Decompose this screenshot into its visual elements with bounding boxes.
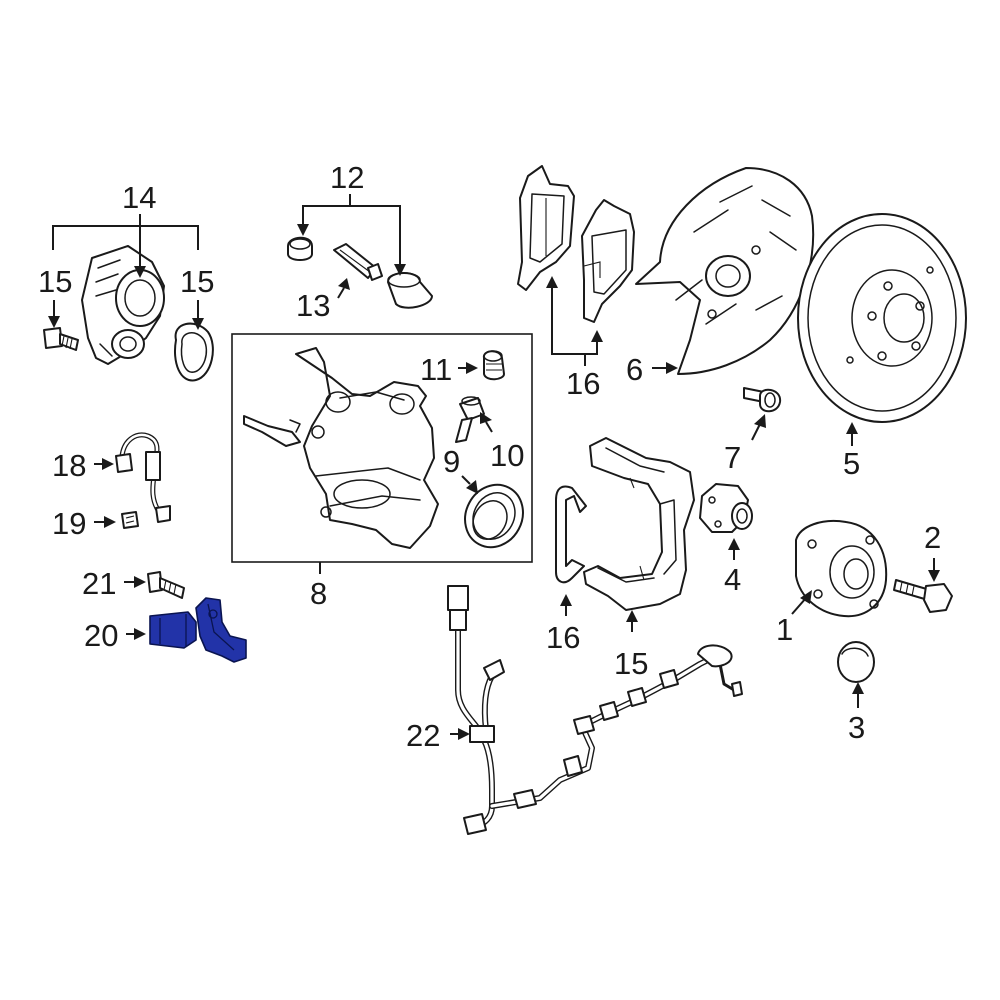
callout-22-group: 21 (82, 566, 146, 601)
callout-19: 18 (52, 448, 86, 483)
part-12-boot-cap[interactable] (287, 236, 313, 261)
callout-17: 16 (546, 620, 580, 655)
callout-12-group: 12 13 (296, 160, 406, 323)
callout-1: 1 (776, 612, 793, 647)
callout-4: 4 (724, 562, 741, 597)
callout-9: 9 (443, 444, 460, 479)
part-8-caliper-housing[interactable] (243, 347, 439, 549)
part-4-hub-stud[interactable] (699, 483, 753, 533)
callout-6: 6 (626, 352, 643, 387)
part-22-bolt[interactable] (147, 571, 185, 599)
callout-13: 13 (296, 288, 330, 323)
callout-2: 2 (924, 520, 941, 555)
part-7-rotor-screw[interactable] (743, 387, 782, 413)
callout-15-left: 15 (38, 264, 72, 299)
callout-5: 5 (843, 446, 860, 481)
callout-10-group: 10 (480, 412, 524, 473)
part-19-brake-hose[interactable] (115, 432, 171, 523)
callout-14-group: 14 15 15 (38, 180, 214, 330)
callout-20: 19 (52, 506, 86, 541)
part-15-bolt[interactable] (43, 327, 79, 351)
part-9-piston-seal[interactable] (454, 475, 533, 558)
callout-3-group: 3 (848, 682, 865, 745)
part-15-seal-ring[interactable] (174, 322, 214, 382)
callout-1-group: 1 (776, 590, 812, 647)
part-18-brake-pad-inner[interactable] (517, 165, 575, 291)
callout-2-group: 2 (924, 520, 941, 582)
part-1-wheel-hub[interactable] (795, 520, 888, 618)
part-6-dust-shield[interactable] (635, 167, 815, 375)
part-12-guide-sleeve[interactable] (387, 272, 433, 309)
callout-6-group: 6 (626, 352, 678, 387)
callout-22: 21 (82, 566, 116, 601)
caliper-assembly-box (231, 333, 533, 563)
callout-7: 7 (724, 440, 741, 475)
callout-23-group: 22 (406, 718, 470, 753)
callout-10: 10 (490, 438, 524, 473)
part-3-dust-cap[interactable] (837, 641, 875, 683)
callout-20-group: 19 (52, 506, 116, 541)
callout-5-group: 5 (843, 422, 860, 481)
callout-11-group: 11 (420, 352, 478, 387)
callout-12: 12 (330, 160, 364, 195)
callout-21-group: 20 (84, 618, 146, 653)
callout-7-group: 7 (724, 414, 766, 475)
part-10-bleeder-screw[interactable] (455, 396, 485, 443)
part-13-guide-pin[interactable] (333, 243, 383, 281)
callout-15-right: 15 (180, 264, 214, 299)
part-16-caliper-carrier[interactable] (583, 437, 695, 611)
part-23-wiring-harness[interactable] (447, 585, 743, 835)
callout-14: 14 (122, 180, 156, 215)
part-14-caliper-motor[interactable] (81, 245, 165, 365)
callout-19-group: 18 (52, 448, 114, 483)
part-5-brake-rotor[interactable] (797, 213, 967, 423)
callout-9-group: 9 (443, 444, 478, 494)
part-2-hub-bolt[interactable] (893, 579, 953, 613)
part-20-clip[interactable] (121, 511, 139, 529)
callout-3: 3 (848, 710, 865, 745)
part-21-wear-sensor-highlighted[interactable] (149, 597, 247, 663)
callout-21: 20 (84, 618, 118, 653)
part-17-spring-clip[interactable] (555, 485, 587, 584)
part-18-brake-pad-outer[interactable] (581, 199, 635, 323)
callout-8-group: 8 (310, 562, 327, 611)
callout-18-group: 16 (546, 276, 603, 401)
callout-16: 15 (614, 646, 648, 681)
callout-17-group: 16 (546, 594, 580, 655)
callout-16-group: 15 (614, 610, 648, 681)
callout-8: 8 (310, 576, 327, 611)
part-11-bleeder-cap[interactable] (482, 350, 505, 381)
callout-18: 16 (566, 366, 600, 401)
callout-4-group: 4 (724, 538, 741, 597)
callout-11: 11 (420, 352, 452, 387)
callout-23: 22 (406, 718, 440, 753)
